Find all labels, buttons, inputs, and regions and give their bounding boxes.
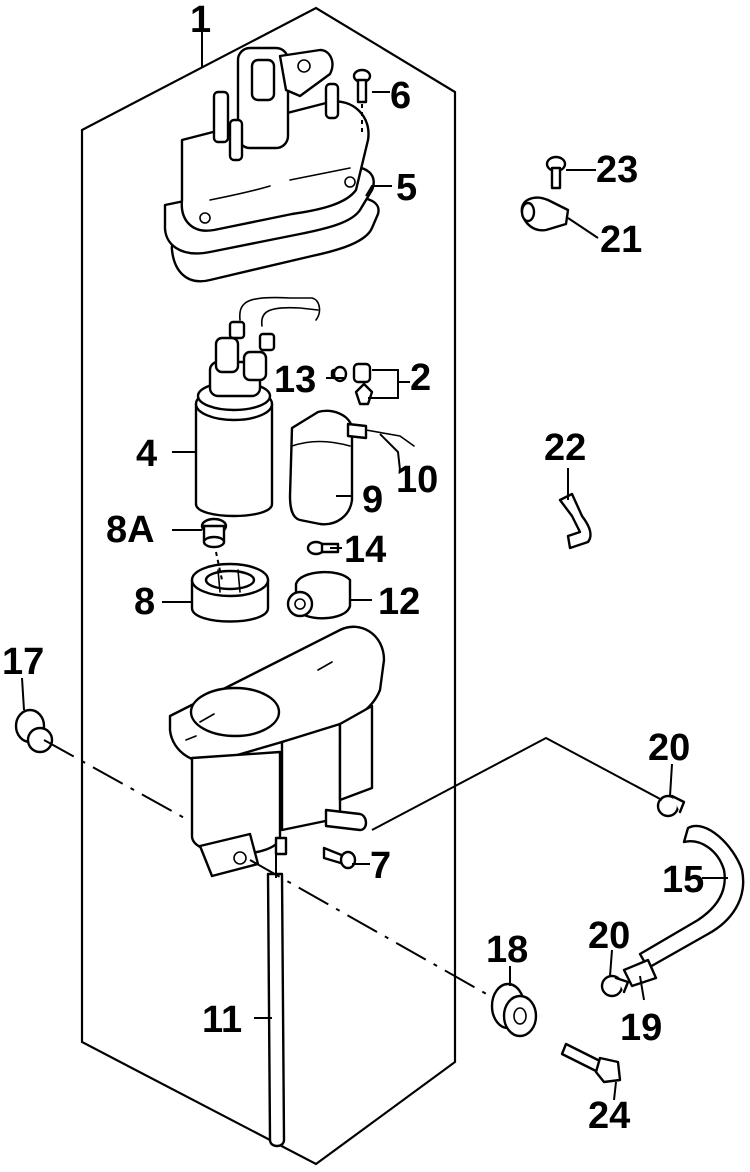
cap-part-8a (200, 517, 228, 549)
clip-part-22 (558, 492, 592, 550)
bolt-part-24 (560, 1042, 622, 1084)
pump-terminal-2 (258, 332, 276, 352)
callout-20-lower: 20 (588, 915, 630, 957)
pump-terminal-1 (228, 320, 246, 340)
callout-22: 22 (544, 427, 586, 469)
screw-part-6 (352, 68, 372, 132)
top-cover-assembly (163, 46, 380, 283)
callout-17: 17 (2, 641, 44, 683)
regulator-part-12 (286, 570, 352, 620)
callout-15: 15 (662, 859, 704, 901)
callout-21: 21 (600, 219, 642, 261)
housing-drain-nipple (274, 836, 288, 856)
callout-8: 8 (134, 581, 155, 623)
callout-leader-lines (21, 30, 728, 1101)
connector-socket (250, 58, 276, 102)
ring-part-8 (190, 562, 270, 623)
cover-fitting-right (324, 82, 340, 120)
housing-detail (185, 661, 333, 741)
callout-7: 7 (370, 845, 391, 887)
callout-2: 2 (410, 357, 431, 399)
filter-wire-part-10 (365, 429, 415, 447)
callout-6: 6 (390, 75, 411, 117)
housing-outlet-nipple (324, 808, 368, 832)
callout-4: 4 (136, 433, 157, 475)
housing-foot-hole (233, 851, 247, 865)
hose-part-15 (638, 824, 745, 970)
housing-chamber-opening (189, 686, 281, 738)
callout-20-upper: 20 (648, 727, 690, 769)
callout-13: 13 (274, 359, 316, 401)
callout-18: 18 (486, 929, 528, 971)
callout-11: 11 (202, 999, 242, 1041)
callout-9: 9 (362, 479, 383, 521)
clamp-part-20-lower (600, 974, 630, 998)
cover-mount-hole (297, 59, 311, 73)
screw-part-7 (322, 846, 357, 870)
housing-right-wall (338, 704, 374, 802)
hose-part-11 (266, 872, 286, 1148)
assembly-frame (80, 6, 457, 1166)
assembly-centerlines (43, 551, 663, 997)
pump-body (194, 402, 274, 518)
callout-1: 1 (190, 0, 211, 41)
clamp-part-20-upper (656, 794, 686, 818)
pump-wire-2 (260, 306, 319, 327)
pump-wire-1 (239, 296, 321, 321)
lower-housing (168, 625, 386, 878)
callout-5: 5 (396, 167, 417, 209)
bolt-part-23 (545, 155, 567, 190)
cover-fitting-small (228, 118, 244, 162)
callout-19: 19 (620, 1007, 662, 1049)
cover-mount-ear (278, 48, 334, 98)
cover-hole-2 (344, 176, 356, 188)
grommet-part-17 (14, 708, 54, 754)
cover-fitting-left (212, 90, 230, 144)
callout-24: 24 (588, 1095, 630, 1137)
nipple-part-19 (622, 958, 658, 988)
pump-outlet-right (242, 350, 268, 382)
callout-23: 23 (596, 149, 638, 191)
cover-hole-1 (199, 212, 211, 224)
callout-12: 12 (378, 581, 420, 623)
clamp-part-21 (520, 196, 570, 232)
pump-outlet-left (214, 336, 240, 374)
grommet-part-18 (490, 982, 538, 1038)
cover-detail-lines (209, 167, 351, 201)
callout-10: 10 (396, 459, 438, 501)
callout-14: 14 (344, 529, 386, 571)
callout-8a: 8A (106, 509, 155, 551)
callout-labels: 1 6 5 23 21 13 2 4 22 10 9 8A 14 8 12 17… (2, 0, 704, 1137)
fuel-pump-part-4 (194, 296, 321, 518)
